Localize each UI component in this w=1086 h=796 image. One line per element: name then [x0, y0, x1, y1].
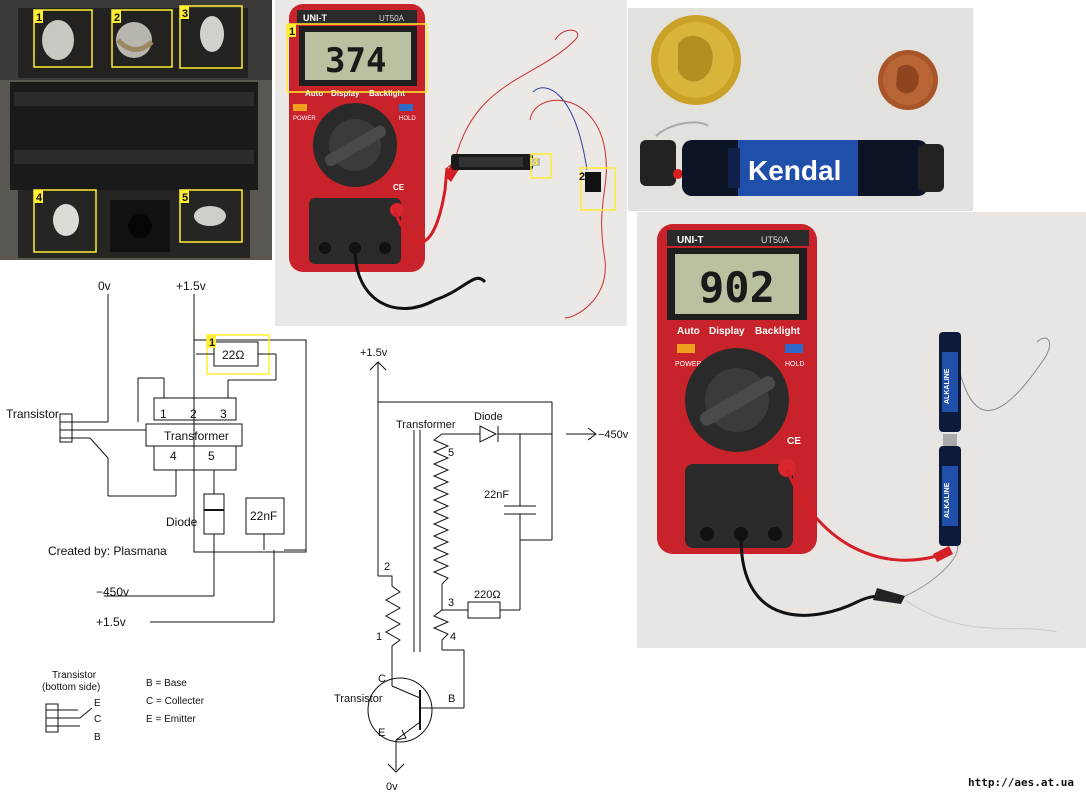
- schem-pin-1: 1: [376, 631, 382, 643]
- watermark: http://aes.at.ua: [968, 776, 1074, 789]
- meter1-battery-marker-label: 3: [532, 156, 538, 168]
- battery-top-label: ALKALINE: [944, 368, 951, 404]
- schem-capacitor-label: 22nF: [484, 489, 509, 501]
- wiring-label-plus-bottom: +1.5v: [96, 615, 126, 629]
- meter1-label-ce: CE: [393, 183, 405, 192]
- meter1-lead-marker-label: 2: [579, 171, 585, 183]
- schem-resistor-label: 220Ω: [474, 589, 501, 601]
- legend-pin-e: E: [94, 698, 101, 709]
- meter1-brand: UNI-T: [303, 13, 327, 23]
- meter2-label-power: POWER: [675, 361, 701, 368]
- meter2-label-backlight: Backlight: [755, 326, 801, 337]
- meter1-label-auto: Auto: [305, 89, 323, 98]
- multimeter-photo-1: UNI-T UT50A 374 Auto Display Backlight P…: [275, 0, 627, 326]
- meter2-reading: 902: [699, 263, 775, 312]
- meter1-reading: 374: [325, 41, 386, 81]
- meter2-label-ce: CE: [787, 436, 801, 447]
- wiring-resistor-label: 22Ω: [222, 348, 244, 362]
- wiring-pin-4: 4: [170, 449, 177, 463]
- meter1-label-power: POWER: [293, 116, 316, 122]
- schem-label-0v: 0v: [386, 781, 398, 793]
- legend-base: B = Base: [146, 678, 187, 689]
- transformer-marker-4: 4: [36, 192, 43, 204]
- transformer-marker-2: 2: [114, 12, 120, 24]
- meter1-label-backlight: Backlight: [369, 89, 405, 98]
- transformer-marker-3: 3: [182, 8, 188, 20]
- circuit-schematic: +1.5v Transformer Diode −450v 22nF 220Ω …: [320, 330, 636, 796]
- schem-label-diode: Diode: [474, 411, 503, 423]
- meter1-display-marker: [286, 23, 428, 93]
- multimeter-photo-2: UNI-T UT50A 902 Auto Display Backlight P…: [637, 212, 1086, 648]
- transformer-marker-1: 1: [36, 12, 42, 24]
- meter2-lcd: [675, 254, 799, 314]
- wiring-pin-3: 3: [220, 407, 227, 421]
- wiring-resistor-marker: 1: [209, 337, 215, 349]
- schem-label-transformer: Transformer: [396, 419, 456, 431]
- legend-title-2: (bottom side): [42, 682, 100, 693]
- meter2-label-display: Display: [709, 326, 745, 337]
- wiring-label-transistor: Transistor: [6, 407, 59, 421]
- meter1-label-display: Display: [331, 89, 360, 98]
- legend-title-1: Transistor: [52, 670, 97, 681]
- meter1-display-marker-label: 1: [289, 26, 295, 38]
- wiring-label-plus-top: +1.5v: [176, 279, 206, 293]
- wiring-pin-2: 2: [190, 407, 197, 421]
- wiring-capacitor-label: 22nF: [250, 509, 277, 523]
- meter2-model: UT50A: [761, 235, 789, 245]
- schem-pin-4: 4: [450, 631, 456, 643]
- schem-pin-5: 5: [448, 447, 454, 459]
- meter1-lcd: [305, 32, 411, 80]
- meter2-brand: UNI-T: [677, 235, 704, 246]
- transformer-marker-5: 5: [182, 192, 188, 204]
- battery-brand: Kendal: [748, 155, 841, 186]
- transformer-pin-markers: [33, 5, 243, 253]
- battery-photo: Kendal: [628, 8, 973, 211]
- wiring-label-minus450: −450v: [96, 585, 129, 599]
- legend-emitter: E = Emitter: [146, 714, 196, 725]
- schem-pin-3: 3: [448, 597, 454, 609]
- meter2-label-hold: HOLD: [785, 361, 804, 368]
- wiring-credit: Created by: Plasmana: [48, 544, 167, 558]
- wiring-label-diode: Diode: [166, 515, 198, 529]
- schem-label-b: B: [448, 693, 455, 705]
- schem-label-e: E: [378, 727, 385, 739]
- legend-pin-b: B: [94, 732, 101, 743]
- legend-collector: C = Collecter: [146, 696, 205, 707]
- transformer-photo: 1 2 3 4 5: [0, 0, 272, 260]
- schem-label-transistor: Transistor: [334, 693, 383, 705]
- meter1-label-hold: HOLD: [399, 116, 416, 122]
- meter1-battery-marker: [530, 153, 552, 179]
- battery-bottom-label: ALKALINE: [944, 482, 951, 518]
- meter2-label-auto: Auto: [677, 326, 700, 337]
- wiring-label-0v: 0v: [98, 279, 111, 293]
- wiring-pin-1: 1: [160, 407, 167, 421]
- legend-pin-c: C: [94, 714, 101, 725]
- schem-label-c: C: [378, 673, 386, 685]
- meter1-model: UT50A: [379, 14, 405, 23]
- meter1-lead-marker: [580, 167, 616, 211]
- wiring-pin-5: 5: [208, 449, 215, 463]
- wiring-diagram: 0v +1.5v Transistor Transformer 1 2 3 4 …: [0, 262, 320, 796]
- schem-label-output: −450v: [598, 429, 629, 441]
- schem-label-plus: +1.5v: [360, 347, 388, 359]
- wiring-label-transformer: Transformer: [164, 429, 229, 443]
- schem-pin-2: 2: [384, 561, 390, 573]
